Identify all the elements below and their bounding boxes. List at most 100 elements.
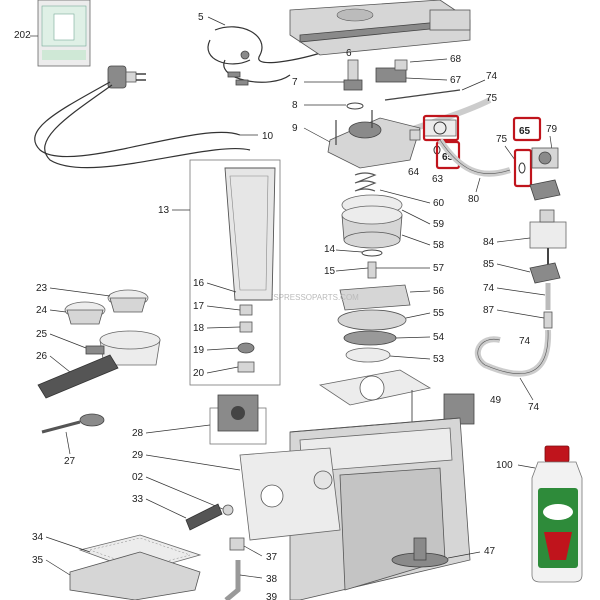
label-33: 33 [132,494,144,505]
highlight-box-oring-right [513,148,533,188]
label-39: 39 [266,592,278,600]
descaler-bottle [531,445,583,583]
label-65-right: 65 [519,126,531,137]
label-14: 14 [324,244,336,255]
label-28: 28 [132,428,144,439]
descaler-box [37,0,91,67]
highlight-box-65-left [435,140,461,170]
label-54: 54 [433,332,445,343]
leader-67 [405,77,448,81]
label-59: 59 [433,219,445,230]
leader-28 [145,424,211,434]
label-58: 58 [433,240,445,251]
label-16: 16 [193,278,205,289]
label-20: 20 [193,368,205,379]
front-panel [239,447,341,541]
boiler-top [327,110,421,169]
leader-54 [395,336,431,339]
cup-support-47 [391,537,449,568]
label-80: 80 [468,194,480,205]
label-56: 56 [433,286,445,297]
portafilter [37,330,161,399]
leader-26 [49,355,71,373]
leader-80 [475,177,481,193]
leader-27 [65,431,71,455]
leader-60 [379,189,431,204]
part-28 [217,394,259,432]
steam-valve-assembly [343,59,461,101]
leader-84 [496,237,531,243]
label-26: 26 [36,351,48,362]
label-02: 02 [132,472,144,483]
leader-74-top [461,79,486,91]
label-15: 15 [324,266,336,277]
connector-87 [543,311,553,329]
leader-59 [401,209,431,225]
wiring-harness [207,26,331,86]
leader-37 [243,545,263,557]
leader-75-right [504,145,516,161]
steam-wand [224,537,245,600]
label-38: 38 [266,574,278,585]
leader-17 [206,305,241,311]
leader-47 [447,551,481,559]
leader-33 [145,498,187,519]
label-84: 84 [483,237,495,248]
leader-74-mid [496,287,546,296]
label-24: 24 [36,305,48,316]
label-53: 53 [433,354,445,365]
drip-tray [69,534,202,600]
leader-9 [303,127,331,143]
label-34: 34 [32,532,44,543]
label-7: 7 [292,77,298,88]
label-79: 79 [546,124,558,135]
leader-15 [335,267,369,272]
label-68: 68 [450,54,462,65]
label-10: 10 [262,131,274,142]
label-64: 64 [408,167,420,178]
leader-19 [206,347,239,351]
label-25: 25 [36,329,48,340]
leader-29 [145,454,241,471]
highlight-box-65-right [512,116,542,142]
measuring-spoon [41,413,105,434]
leader-74-bottom [519,377,534,401]
leader-68 [409,58,448,63]
leader-14 [335,249,363,253]
label-55: 55 [433,308,445,319]
label-63: 63 [432,174,444,185]
leader-24 [49,309,67,313]
label-100: 100 [496,460,513,471]
boiler-fittings [409,119,457,155]
leader-100 [517,464,536,469]
bracket-85 [529,262,561,284]
label-75-right: 75 [496,134,508,145]
leader-18 [206,326,241,329]
boiler-stack [337,172,411,363]
label-74-bottom: 74 [528,402,540,413]
power-cord [34,65,251,169]
label-27: 27 [64,456,76,467]
label-85: 85 [483,259,495,270]
leader-25 [49,333,87,349]
label-47: 47 [484,546,496,557]
watermark: ESPRESSOPARTS.COM [268,293,359,302]
tank-group-box [189,159,281,386]
leader-5 [207,16,226,26]
label-19: 19 [193,345,205,356]
label-17: 17 [193,301,205,312]
label-5: 5 [198,12,204,23]
label-23: 23 [36,283,48,294]
o-ring-8 [346,102,364,110]
valve-79 [531,147,559,169]
label-29: 29 [132,450,144,461]
leader-58 [401,234,431,246]
leader-16 [206,282,237,293]
leader-23 [49,287,111,297]
label-65-left: 65 [442,152,454,163]
leader-87 [496,309,545,319]
leader-38 [239,574,263,579]
label-74-right: 74 [519,336,531,347]
filter-baskets [64,289,149,325]
